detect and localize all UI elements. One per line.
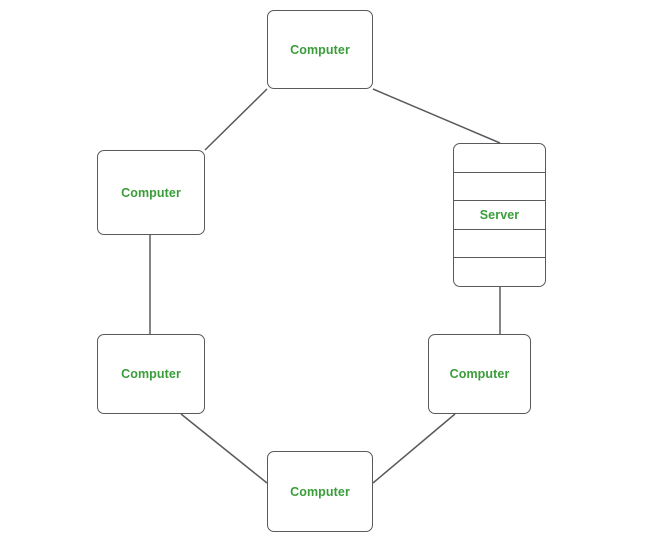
edge-left-lower-to-bottom — [180, 413, 268, 484]
node-computer-top[interactable]: Computer — [267, 10, 373, 89]
server-rack-band-label: Server — [454, 201, 545, 230]
edge-bottom-to-right-lower — [372, 413, 456, 484]
node-computer-bottom[interactable]: Computer — [267, 451, 373, 532]
server-rack-band — [454, 144, 545, 173]
server-rack-band — [454, 230, 545, 259]
node-label: Server — [479, 207, 520, 222]
edge-top-to-left-upper — [204, 88, 268, 151]
server-rack-band — [454, 173, 545, 202]
node-label: Computer — [290, 484, 350, 499]
node-computer-left-lower[interactable]: Computer — [97, 334, 205, 414]
node-label: Computer — [121, 367, 181, 381]
node-computer-right-lower[interactable]: Computer — [428, 334, 531, 414]
node-computer-left-upper[interactable]: Computer — [97, 150, 205, 235]
node-label: Computer — [449, 367, 510, 381]
server-rack-band — [454, 258, 545, 286]
edge-top-to-server — [372, 88, 501, 144]
node-server-right-upper[interactable]: Server — [453, 143, 546, 287]
node-label: Computer — [290, 42, 350, 57]
node-label: Computer — [121, 185, 181, 200]
